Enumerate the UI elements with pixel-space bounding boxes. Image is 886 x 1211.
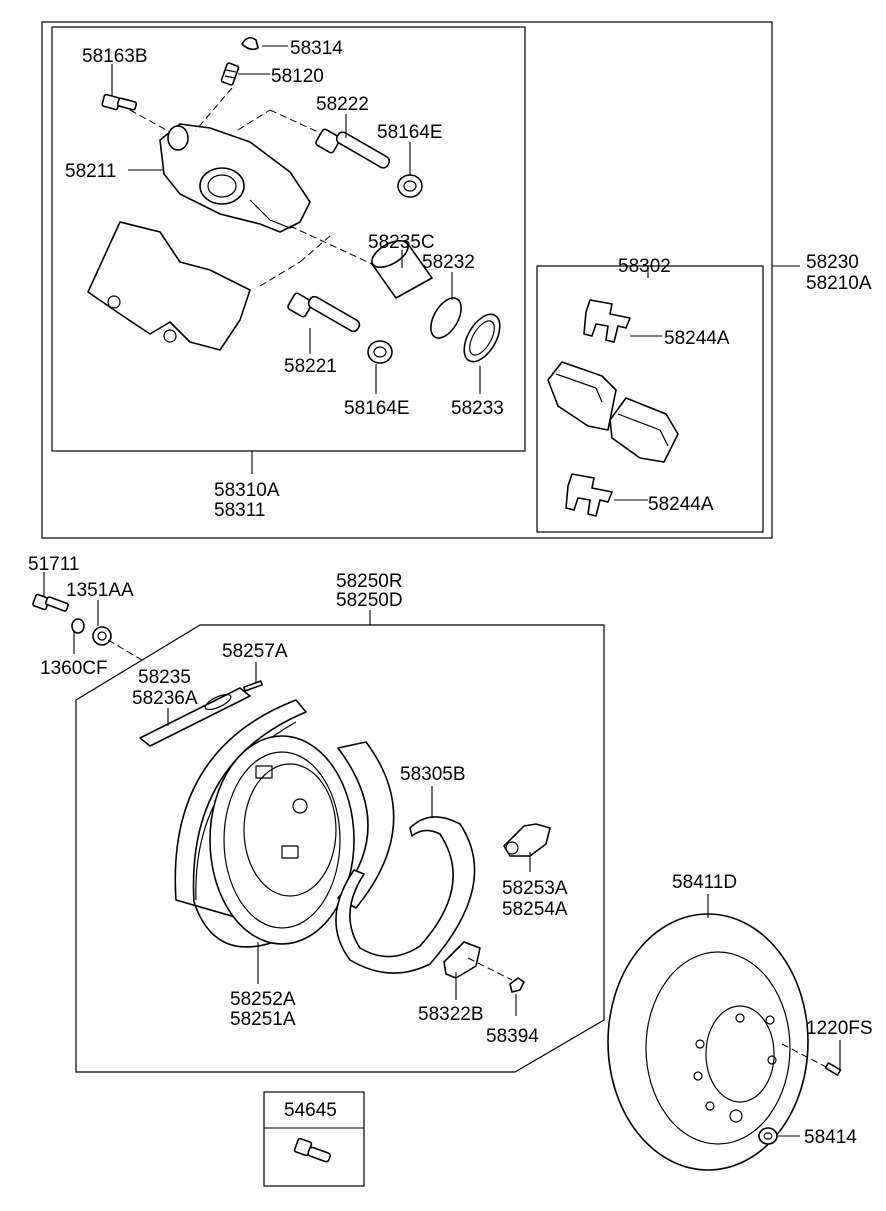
dust-shield-part [337,741,395,909]
screw-58394-part [509,977,525,993]
boot-58233-part [463,313,501,363]
adjuster-58253a-part [503,823,551,857]
label-58414: 58414 [804,1127,857,1148]
parking-brake-box [75,624,605,1073]
label-58164e-bottom: 58164E [344,398,410,419]
label-58411d: 58411D [672,872,737,893]
label-58394: 58394 [486,1026,539,1047]
pad-clip-bottom-part [565,473,613,517]
label-58211: 58211 [65,161,116,182]
bolt-dashed-line [107,639,143,661]
label-58322b: 58322B [418,1004,484,1025]
label-54645: 54645 [284,1100,337,1121]
screw-dashed-line [781,1043,829,1069]
label-58235c: 58235C [368,232,435,253]
label-58305b: 58305B [400,764,466,785]
label-58252a: 58252A [230,989,296,1010]
bolt-54645-box [263,1091,365,1187]
guide-pin-58222-part [315,128,391,169]
label-58253a: 58253A [502,878,568,899]
caliper-assembly-lines [129,87,373,287]
piston-58235c-part [371,239,433,299]
label-58164e-top: 58164E [377,122,443,143]
bolt-51711-part [32,593,69,612]
label-58244a-bottom: 58244A [648,494,714,515]
brake-pad-right-part [609,397,679,463]
bolt-54645-part [293,1137,332,1163]
brake-disc-58411d-part [607,913,809,1171]
clip-58322b-part [443,941,481,979]
leader-lines [43,45,841,1137]
nut-58414-part [758,1127,778,1145]
label-1360cf: 1360CF [40,658,108,679]
clip-dashed-line [467,957,513,981]
caliper-inner-box [51,26,526,452]
label-58314: 58314 [290,38,343,59]
bolt-58163b-part [101,93,138,111]
pad-kit-box [536,265,764,533]
caliper-assembly-outer-box [41,21,773,539]
boot-58164e-top-part [397,174,423,198]
cap-58314-part [241,36,259,51]
washer-1360cf-part [71,618,85,634]
label-58233: 58233 [451,398,504,419]
label-58257a: 58257A [222,641,288,662]
label-58310a: 58310A [214,480,280,501]
carrier-bracket-part [87,221,251,351]
pad-clip-top-part [583,299,631,343]
pin-58257a-part [243,680,263,692]
label-58221: 58221 [284,356,337,377]
label-58163b: 58163B [82,46,148,67]
screw-1220fs-part [824,1062,842,1076]
label-58232: 58232 [422,252,475,273]
label-58250r: 58250R [336,571,403,592]
label-58302: 58302 [618,256,671,277]
label-1351aa: 1351AA [66,580,134,601]
label-58235: 58235 [138,667,191,688]
label-58210a: 58210A [806,273,872,294]
brake-pad-left-part [547,361,617,431]
guide-pin-58221-part [287,292,361,333]
shoe-spring-assembly-part [209,735,355,945]
label-58230: 58230 [806,252,859,273]
label-58251a: 58251A [230,1009,296,1030]
label-58120: 58120 [271,66,324,87]
label-58254a: 58254A [502,899,568,920]
label-58250d: 58250D [336,590,403,611]
label-58244a-top: 58244A [664,328,730,349]
label-58222: 58222 [316,94,369,115]
bleeder-58120-part [220,62,240,86]
washer-1351aa-part [92,626,112,646]
brake-shoe-58305b-part [335,816,476,974]
label-51711: 51711 [28,554,79,575]
lever-58235-part [139,687,251,747]
label-1220fs: 1220FS [806,1018,873,1039]
label-58311: 58311 [214,500,265,521]
caliper-housing-58211-part [159,123,311,233]
seal-58232-part [430,297,462,339]
boot-58164e-bottom-part [367,340,393,364]
label-58236a: 58236A [132,688,198,709]
